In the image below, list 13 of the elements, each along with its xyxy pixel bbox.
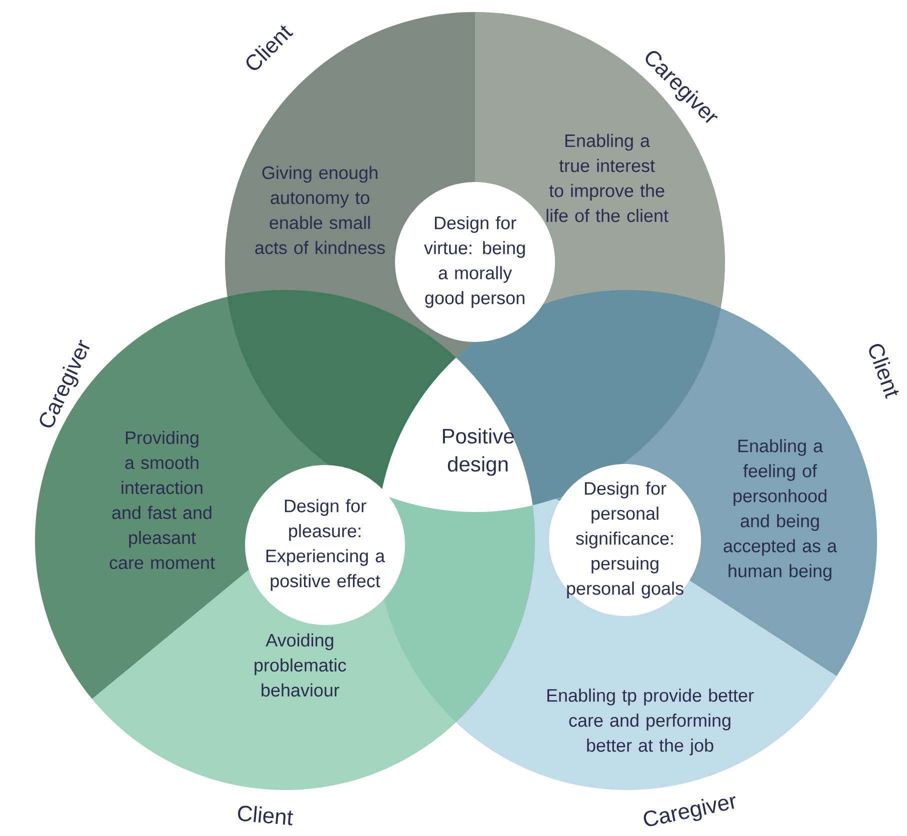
circle-text: Design for pleasure: Experiencing a positive effect (266, 499, 385, 591)
role-label: Client (238, 806, 293, 826)
sector-text: Avoiding problematic behaviour (254, 633, 346, 697)
sector-text: Providing a smooth interaction and fast and pleasant care moment (110, 430, 215, 570)
circle-text: Design for personal significance: persuing personal goals (567, 482, 684, 598)
circle-text: Design for virtue: being a morally good person (424, 216, 525, 308)
center-text: Positive design (442, 428, 514, 476)
role-label: Client (869, 344, 899, 399)
sector-text: Enabling tp provide better care and performing better at the job (547, 688, 754, 756)
sector-text: Enabling a true interest to improve the life of the client (546, 134, 668, 222)
role-label: Caregiver (644, 796, 736, 826)
sector-text: Enabling a feeling of personhood and being accepted as a human being (724, 439, 838, 581)
sector-text: Giving enough autonomy to enable small acts of kindness (255, 166, 385, 254)
